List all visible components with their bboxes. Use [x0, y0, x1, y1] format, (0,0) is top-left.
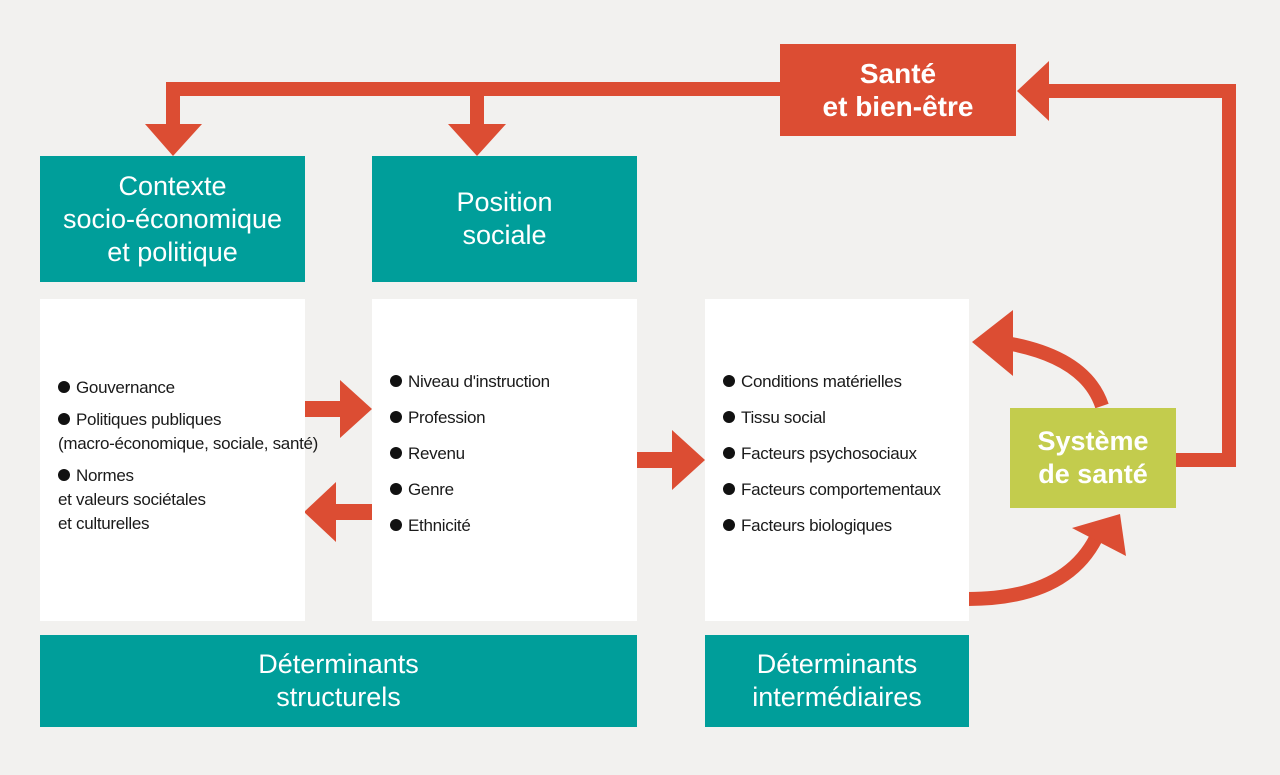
- loop-horizontal-bottom: [1176, 453, 1236, 467]
- panel-arrows: [304, 380, 705, 542]
- bullet-icon: [723, 375, 735, 387]
- bullet-icon: [390, 411, 402, 423]
- bullet-icon: [58, 469, 70, 481]
- arrow-position-to-intermediaires: [637, 430, 705, 490]
- contexte-list: Gouvernance Politiques publiques (macro-…: [58, 376, 319, 544]
- list-item: Niveau d'instruction: [390, 370, 637, 393]
- contexte-line-3: et politique: [107, 236, 238, 267]
- health-system-loop: [1017, 61, 1236, 467]
- curve-intermediaires-to-system: [967, 534, 1103, 606]
- position-list: Niveau d'instruction Profession Revenu G…: [390, 370, 637, 550]
- intermediaires-line-1: Déterminants: [756, 649, 918, 679]
- sante-bien-etre-box: Santé et bien-être: [780, 44, 1016, 136]
- arrow-left-to-sante: [1017, 61, 1049, 121]
- bullet-icon: [58, 413, 70, 425]
- feedback-left-stem: [166, 82, 180, 128]
- bullet-icon: [723, 411, 735, 423]
- curve-system-to-intermediaires: [998, 335, 1109, 409]
- determinants-intermediaires-box: Déterminants intermédiaires: [705, 635, 969, 727]
- position-line-2: sociale: [462, 220, 547, 250]
- systeme-line-2: de santé: [1038, 459, 1148, 489]
- bullet-icon: [390, 519, 402, 531]
- intermediaires-panel: Conditions matérielles Tissu social Fact…: [705, 299, 969, 621]
- arrow-down-to-position: [448, 124, 506, 156]
- list-item: Facteurs comportementaux: [723, 478, 969, 501]
- bullet-icon: [390, 375, 402, 387]
- bullet-icon: [390, 483, 402, 495]
- curved-arrows: [967, 310, 1126, 606]
- feedback-arrows: [145, 82, 782, 156]
- loop-horizontal-top: [1045, 84, 1236, 98]
- list-item: Genre: [390, 478, 637, 501]
- list-item: Conditions matérielles: [723, 370, 969, 393]
- list-item: Facteurs psychosociaux: [723, 442, 969, 465]
- contexte-box: Contexte socio-économique et politique: [40, 156, 305, 282]
- list-item: Revenu: [390, 442, 637, 465]
- systeme-sante-box: Système de santé: [1010, 408, 1176, 508]
- position-panel: Niveau d'instruction Profession Revenu G…: [372, 299, 637, 621]
- sante-line-1: Santé: [859, 58, 937, 89]
- intermediaires-line-2: intermédiaires: [752, 682, 922, 712]
- list-item: Politiques publiques (macro-économique, …: [58, 410, 319, 453]
- list-item: Facteurs biologiques: [723, 514, 969, 537]
- intermediaires-list: Conditions matérielles Tissu social Fact…: [723, 370, 969, 550]
- feedback-mid-stem: [470, 82, 484, 128]
- contexte-line-1: Contexte: [118, 170, 227, 201]
- contexte-panel: Gouvernance Politiques publiques (macro-…: [40, 299, 319, 621]
- bullet-icon: [723, 447, 735, 459]
- position-line-1: Position: [456, 187, 553, 217]
- arrowhead-to-intermediaires: [972, 310, 1013, 376]
- list-item: Profession: [390, 406, 637, 429]
- list-item: Normes et valeurs sociétales et culturel…: [58, 466, 206, 533]
- arrowhead-to-system: [1072, 514, 1126, 556]
- bullet-icon: [723, 483, 735, 495]
- structurels-line-2: structurels: [276, 682, 401, 712]
- bullet-icon: [723, 519, 735, 531]
- loop-vertical-right: [1222, 84, 1236, 467]
- bullet-icon: [58, 381, 70, 393]
- determinants-structurels-box: Déterminants structurels: [40, 635, 637, 727]
- list-item: Ethnicité: [390, 514, 637, 537]
- structurels-line-1: Déterminants: [258, 649, 419, 679]
- list-item: Gouvernance: [58, 376, 305, 400]
- sante-line-2: et bien-être: [822, 91, 974, 122]
- contexte-line-2: socio-économique: [62, 203, 283, 234]
- systeme-line-1: Système: [1037, 426, 1149, 456]
- list-item: Tissu social: [723, 406, 969, 429]
- position-sociale-box: Position sociale: [372, 156, 637, 282]
- arrow-contexte-to-position: [304, 380, 372, 438]
- arrow-position-to-contexte: [304, 482, 372, 542]
- arrow-down-to-contexte: [145, 124, 202, 156]
- bullet-icon: [390, 447, 402, 459]
